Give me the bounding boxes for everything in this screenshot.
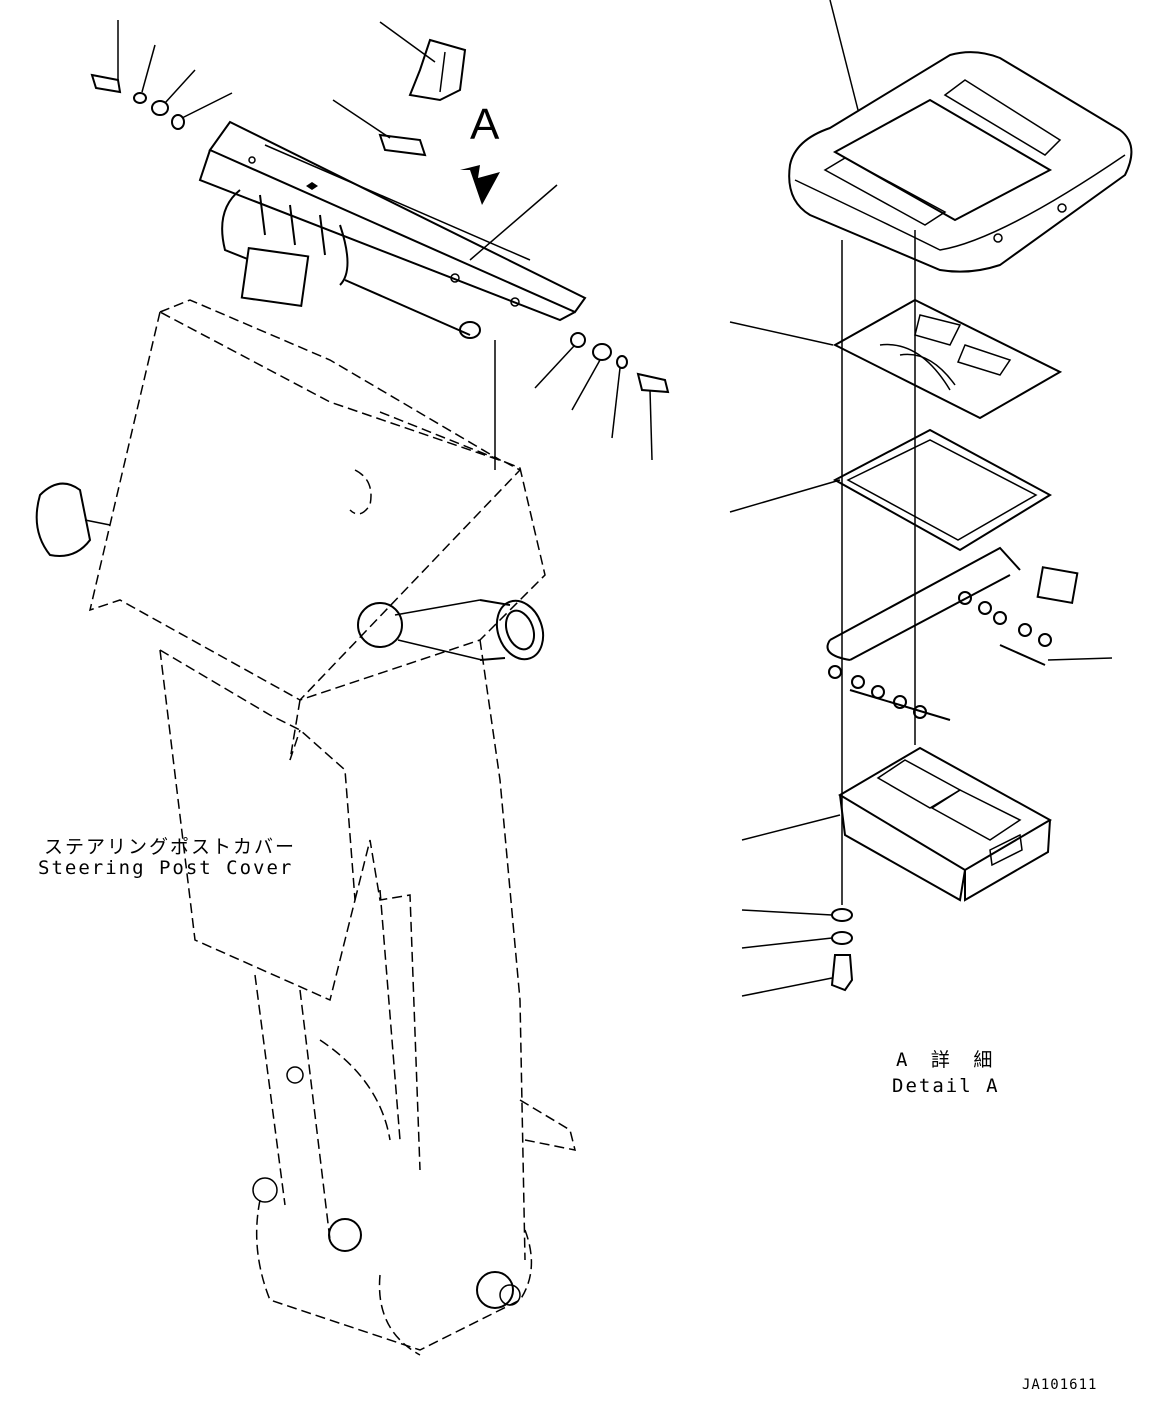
detail-a-drawing — [729, 0, 1133, 997]
view-arrow-label: A — [470, 100, 500, 149]
drawing-code: JA101611 — [1022, 1377, 1098, 1393]
monitor-assembly-drawing — [90, 20, 670, 461]
detail-a-label-en: Detail A — [892, 1075, 1000, 1097]
steering-post-cover-drawing — [35, 299, 577, 1356]
steering-post-cover-label-jp: ステアリングポストカバー — [44, 836, 297, 858]
detail-a-label-jp: A 詳 細 — [896, 1049, 999, 1071]
steering-post-cover-label-en: Steering Post Cover — [38, 857, 294, 879]
